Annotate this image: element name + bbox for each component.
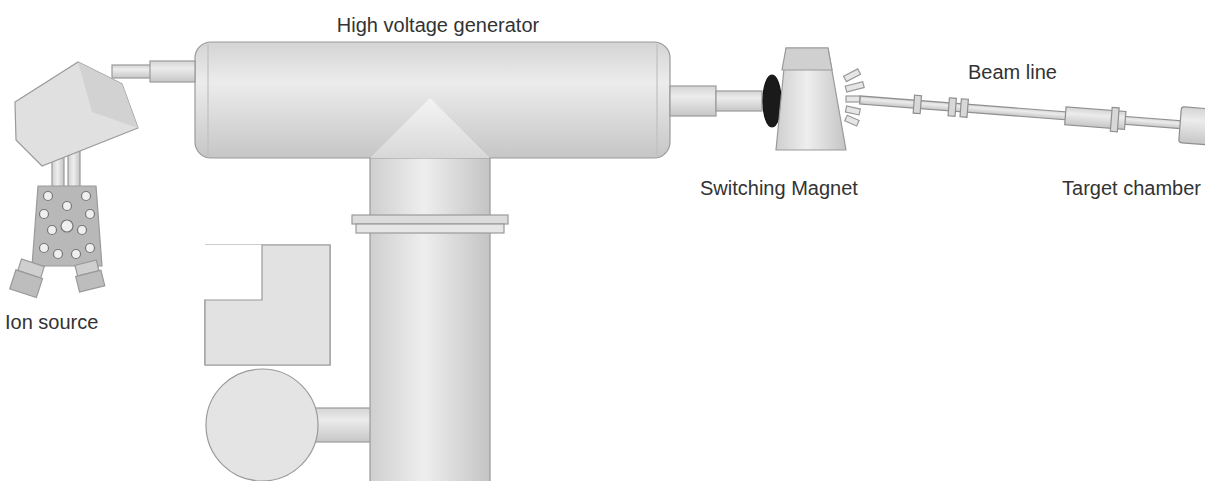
source-connector [73,260,105,292]
source-connector [10,258,47,297]
pipe-flange [913,95,921,113]
beam-pipe [860,96,1185,129]
pipe-sleeve [670,86,716,116]
port [845,115,859,126]
part-label: Target chamber [1062,176,1201,200]
port [845,106,860,115]
beam-line [859,82,1205,145]
port [844,69,861,82]
source-neck [68,150,80,190]
port-hole [72,250,81,259]
generator-column [352,150,508,481]
analyzing-magnet [15,62,138,166]
tank-seam [207,44,208,156]
magnet-coil [763,75,781,127]
ion-source [10,62,138,298]
magnet-top [782,48,832,70]
connector [76,270,105,292]
target-chamber [1179,107,1205,145]
generator-tank [195,42,670,158]
port-hole [40,244,49,253]
port-hole [82,192,91,201]
port-hole [63,202,72,211]
source-ports [40,192,95,259]
port-hole [61,220,73,232]
motor-box [205,245,330,365]
motor-drum [206,369,318,481]
port-hole [44,192,53,201]
part-label: Beam line [968,60,1057,84]
port [845,82,864,92]
motor-notch [205,245,262,300]
port-hole [54,250,63,259]
injection-pipe [112,61,195,82]
part-label: High voltage generator [337,13,539,37]
port-hole [86,210,95,219]
switching-magnet [670,48,864,150]
part-label: Ion source [5,310,98,334]
column-flange-lower [356,224,504,233]
connector [10,270,43,298]
tank-seam [656,44,657,156]
pipe-sleeve [150,61,195,82]
column-body [370,150,490,481]
motor-coupling [315,408,375,442]
port-hole [48,226,57,235]
port-hole [40,210,49,219]
port-hole [78,226,87,235]
part-label: Switching Magnet [700,176,858,200]
tank-junction [370,98,490,158]
pipe [112,65,154,78]
magnet-yoke [776,48,846,150]
pipe-flange [1110,107,1119,131]
tank-body [195,42,670,158]
pipe-flange [960,99,968,117]
port-hole [86,244,95,253]
motor-unit [205,245,375,481]
source-block [32,186,102,266]
pipe-flange [948,98,956,116]
magnet-face [78,62,138,128]
pipe [716,91,762,111]
column-flange [352,215,508,224]
motor-housing [205,245,330,365]
port [846,96,860,102]
